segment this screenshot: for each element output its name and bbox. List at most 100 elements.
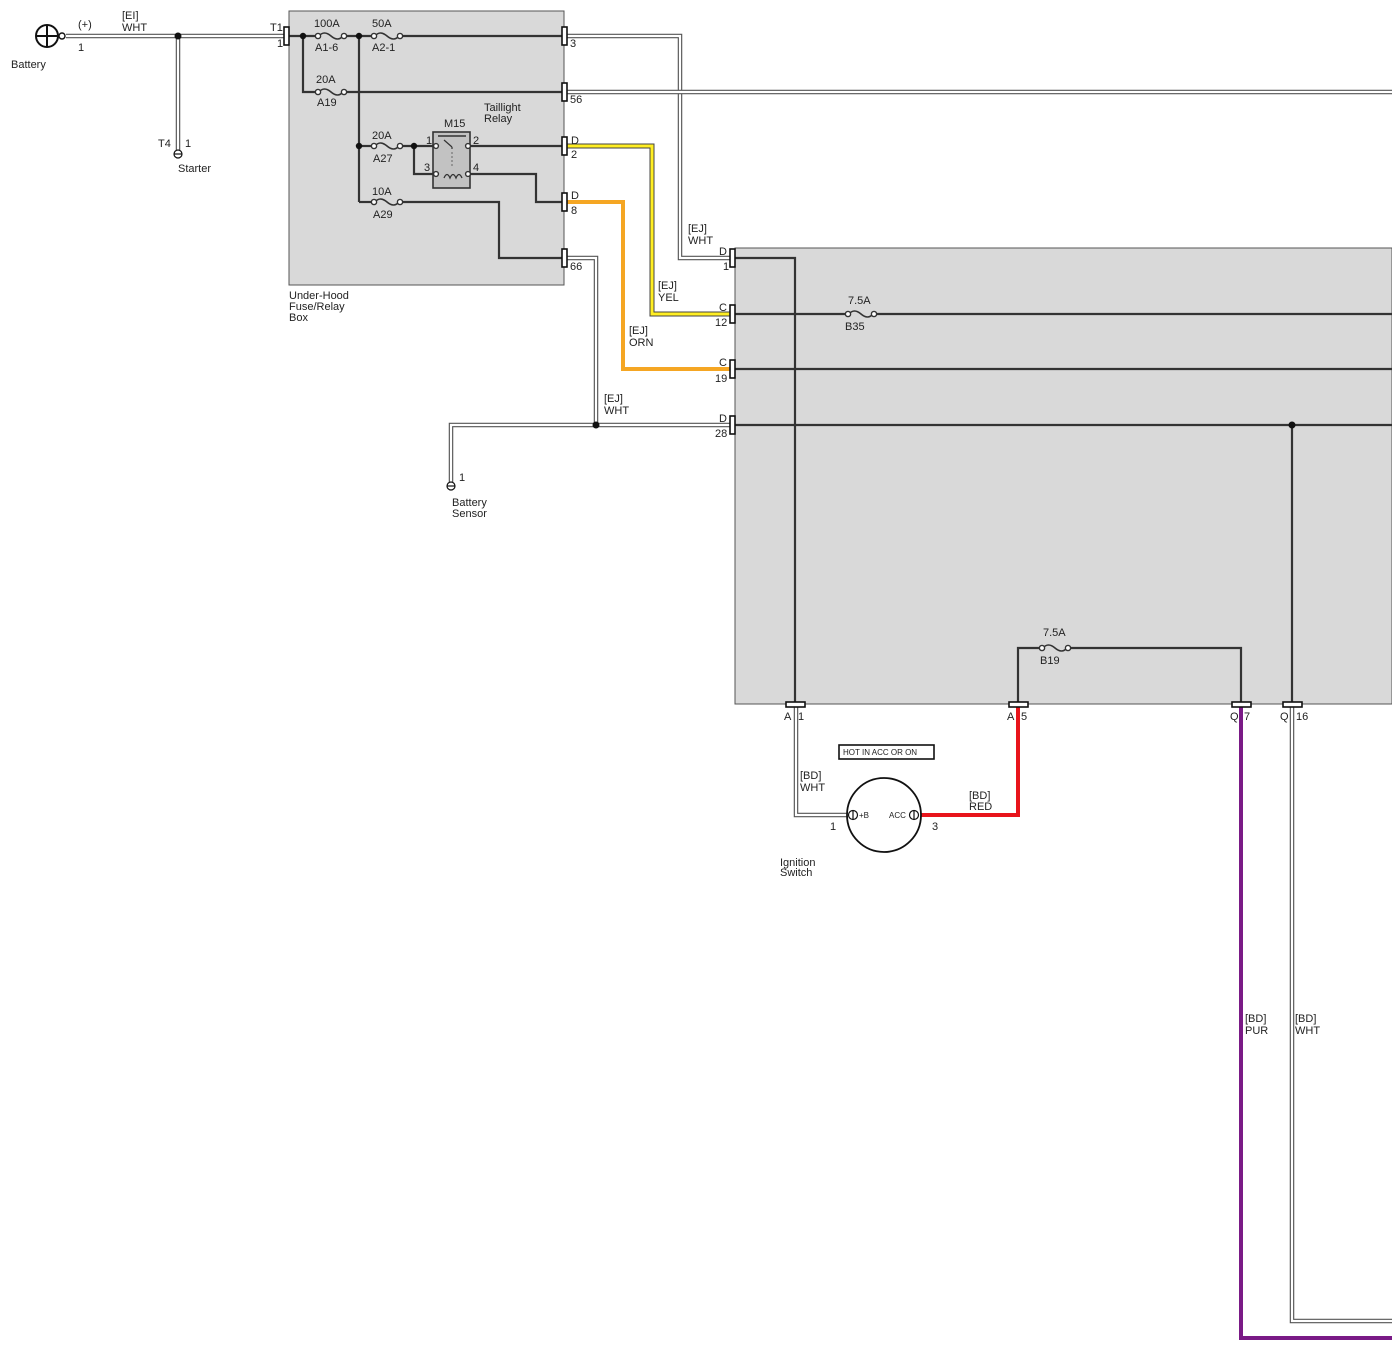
module-pin-d28: 28 xyxy=(715,428,727,440)
module-internal-wiring xyxy=(734,256,1392,704)
starter-pin: 1 xyxy=(185,138,191,150)
battery-sensor-label-line-2: Sensor xyxy=(452,508,487,520)
wire-ej-yel-harness: [EJ] xyxy=(658,280,677,292)
fuse-b35-id: B35 xyxy=(845,321,865,333)
fuse-a1-6 xyxy=(314,32,348,40)
white-wires xyxy=(66,33,1392,1324)
wire-bd-wht-ign-color: WHT xyxy=(800,782,825,794)
fuse-a27-amp: 20A xyxy=(372,130,392,142)
battery-icon xyxy=(35,24,66,48)
hot-note-frame xyxy=(838,744,935,760)
module-pin-q7: 7 xyxy=(1244,711,1250,723)
module-pin-c12: 12 xyxy=(715,317,727,329)
module-pin-a5-letter: A xyxy=(1007,711,1015,723)
orange-wire xyxy=(566,200,733,371)
ignition-switch-label-line-1: Ignition xyxy=(780,857,815,869)
wire-bd-pur-color: PUR xyxy=(1245,1025,1268,1037)
module-pin-c19: 19 xyxy=(715,373,727,385)
wire-bd-wht-right-color: WHT xyxy=(1295,1025,1320,1037)
red-wire xyxy=(920,706,1020,817)
module-pin-a5: 5 xyxy=(1021,711,1027,723)
wire-ej-wht-sensor-color: WHT xyxy=(604,405,629,417)
fuse-box-out-8: 8 xyxy=(571,205,577,217)
module-pin-a1-letter: A xyxy=(784,711,792,723)
wire-bd-wht-ign-harness: [BD] xyxy=(800,770,821,782)
fuse-box-out-56: 56 xyxy=(570,94,582,106)
ignition-pin-b: 1 xyxy=(830,821,836,833)
fuse-a29-id: A29 xyxy=(373,209,393,221)
ignition-switch-label-line-2: Switch xyxy=(780,867,812,879)
module-pin-a1: 1 xyxy=(798,711,804,723)
relay-name-line-1: Taillight xyxy=(484,102,521,114)
starter-label: Starter xyxy=(178,163,211,175)
relay-pin-4: 4 xyxy=(473,162,479,174)
battery-wire-harness: [EI] xyxy=(122,10,139,22)
ignition-switch-icon xyxy=(846,777,922,853)
fuse-a2-1-id: A2-1 xyxy=(372,42,395,54)
fuse-box-out-2: 2 xyxy=(571,149,577,161)
fuse-a2-1-amp: 50A xyxy=(372,18,392,30)
fuse-a2-1 xyxy=(370,32,404,40)
module-pin-q16: 16 xyxy=(1296,711,1308,723)
wire-ej-wht-top-harness: [EJ] xyxy=(688,223,707,235)
fuse-symbols xyxy=(314,32,1072,652)
under-hood-fuse-relay-box xyxy=(288,10,565,286)
wire-bd-red-harness: [BD] xyxy=(969,790,990,802)
fuse-a19 xyxy=(314,88,348,96)
taillight-relay xyxy=(432,131,472,189)
fuse-box-input-connector: T1 xyxy=(270,22,283,34)
control-module-box xyxy=(734,247,1392,705)
fuse-box-out-3: 3 xyxy=(570,38,576,50)
battery-wire-color: WHT xyxy=(122,22,147,34)
starter-connector: T4 xyxy=(158,138,171,150)
fuse-a1-6-id: A1-6 xyxy=(315,42,338,54)
fuse-b19-id: B19 xyxy=(1040,655,1060,667)
hot-in-acc-or-on-note: HOT IN ACC OR ON xyxy=(843,748,917,757)
relay-pin-3: 3 xyxy=(424,162,430,174)
relay-id: M15 xyxy=(444,118,465,130)
wire-ej-orn-color: ORN xyxy=(629,337,654,349)
fuse-box-label-line-3: Box xyxy=(289,312,308,324)
ignition-pin-acc: 3 xyxy=(932,821,938,833)
fuse-a19-id: A19 xyxy=(317,97,337,109)
fuse-box-input-pin: 1 xyxy=(277,38,283,50)
battery-pin: 1 xyxy=(78,42,84,54)
fuse-a1-6-amp: 100A xyxy=(314,18,340,30)
ignition-terminal-b: +B xyxy=(859,811,869,820)
fuse-b35-amp: 7.5A xyxy=(848,295,871,307)
wire-ej-yel-color: YEL xyxy=(658,292,679,304)
fuse-b35 xyxy=(844,310,878,318)
yellow-wire xyxy=(566,143,733,317)
relay-name-line-2: Relay xyxy=(484,113,513,125)
wire-ej-wht-sensor-harness: [EJ] xyxy=(604,393,623,405)
fuse-b19-amp: 7.5A xyxy=(1043,627,1066,639)
connector-pins xyxy=(283,26,1303,708)
fuse-box-out-8-letter: D xyxy=(571,190,579,202)
fuse-b19 xyxy=(1038,644,1072,652)
wire-bd-wht-right-harness: [BD] xyxy=(1295,1013,1316,1025)
battery-sensor-terminal-icon xyxy=(446,481,456,491)
module-pin-q16-letter: Q xyxy=(1280,711,1289,723)
wire-ej-orn-harness: [EJ] xyxy=(629,325,648,337)
fuse-a29-amp: 10A xyxy=(372,186,392,198)
module-pin-d1: 1 xyxy=(723,261,729,273)
fuse-box-label-line-1: Under-Hood xyxy=(289,290,349,302)
purple-wire xyxy=(1239,706,1392,1340)
battery-label: Battery xyxy=(11,59,46,71)
module-pin-c19-letter: C xyxy=(719,357,727,369)
ignition-terminal-acc: ACC xyxy=(889,811,906,820)
fuse-a27-id: A27 xyxy=(373,153,393,165)
splice-points xyxy=(174,32,1296,429)
relay-pin-1: 1 xyxy=(426,135,432,147)
battery-sensor-pin: 1 xyxy=(459,472,465,484)
wire-ej-wht-top-color: WHT xyxy=(688,235,713,247)
relay-pin-2: 2 xyxy=(473,135,479,147)
wire-bd-pur-harness: [BD] xyxy=(1245,1013,1266,1025)
module-pin-c12-letter: C xyxy=(719,302,727,314)
module-pin-q7-letter: Q xyxy=(1230,711,1239,723)
fuse-a29 xyxy=(370,198,404,206)
fuse-box-out-2-letter: D xyxy=(571,135,579,147)
fuse-box-label-line-2: Fuse/Relay xyxy=(289,301,345,313)
fuse-a19-amp: 20A xyxy=(316,74,336,86)
